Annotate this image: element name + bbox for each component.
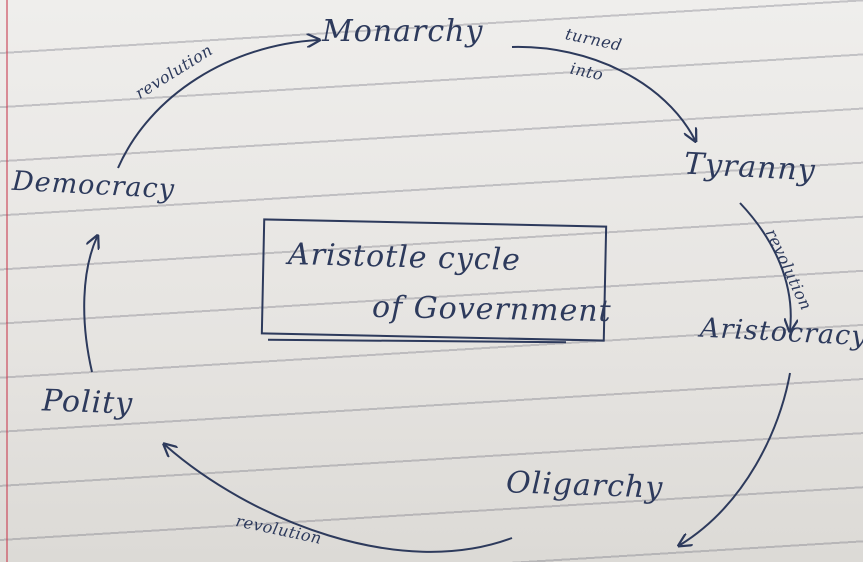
arrow-democracy-to-monarchy (117, 40, 318, 169)
arrow-tyranny-to-aristocracy (739, 202, 791, 330)
node-monarchy: Monarchy (322, 14, 484, 49)
node-polity: Polity (41, 383, 134, 422)
title-line-2: of Government (371, 289, 612, 330)
title-line-1: Aristotle cycle (287, 236, 522, 279)
arrow-oligarchy-to-polity (165, 445, 513, 553)
node-tyranny: Tyranny (683, 146, 817, 189)
arrow-aristocracy-to-oligarchy (680, 372, 791, 545)
arrow-monarchy-to-tyranny (511, 45, 695, 140)
node-oligarchy: Oligarchy (505, 465, 664, 506)
arrow-polity-to-democracy (83, 237, 97, 373)
margin-line (6, 0, 8, 562)
